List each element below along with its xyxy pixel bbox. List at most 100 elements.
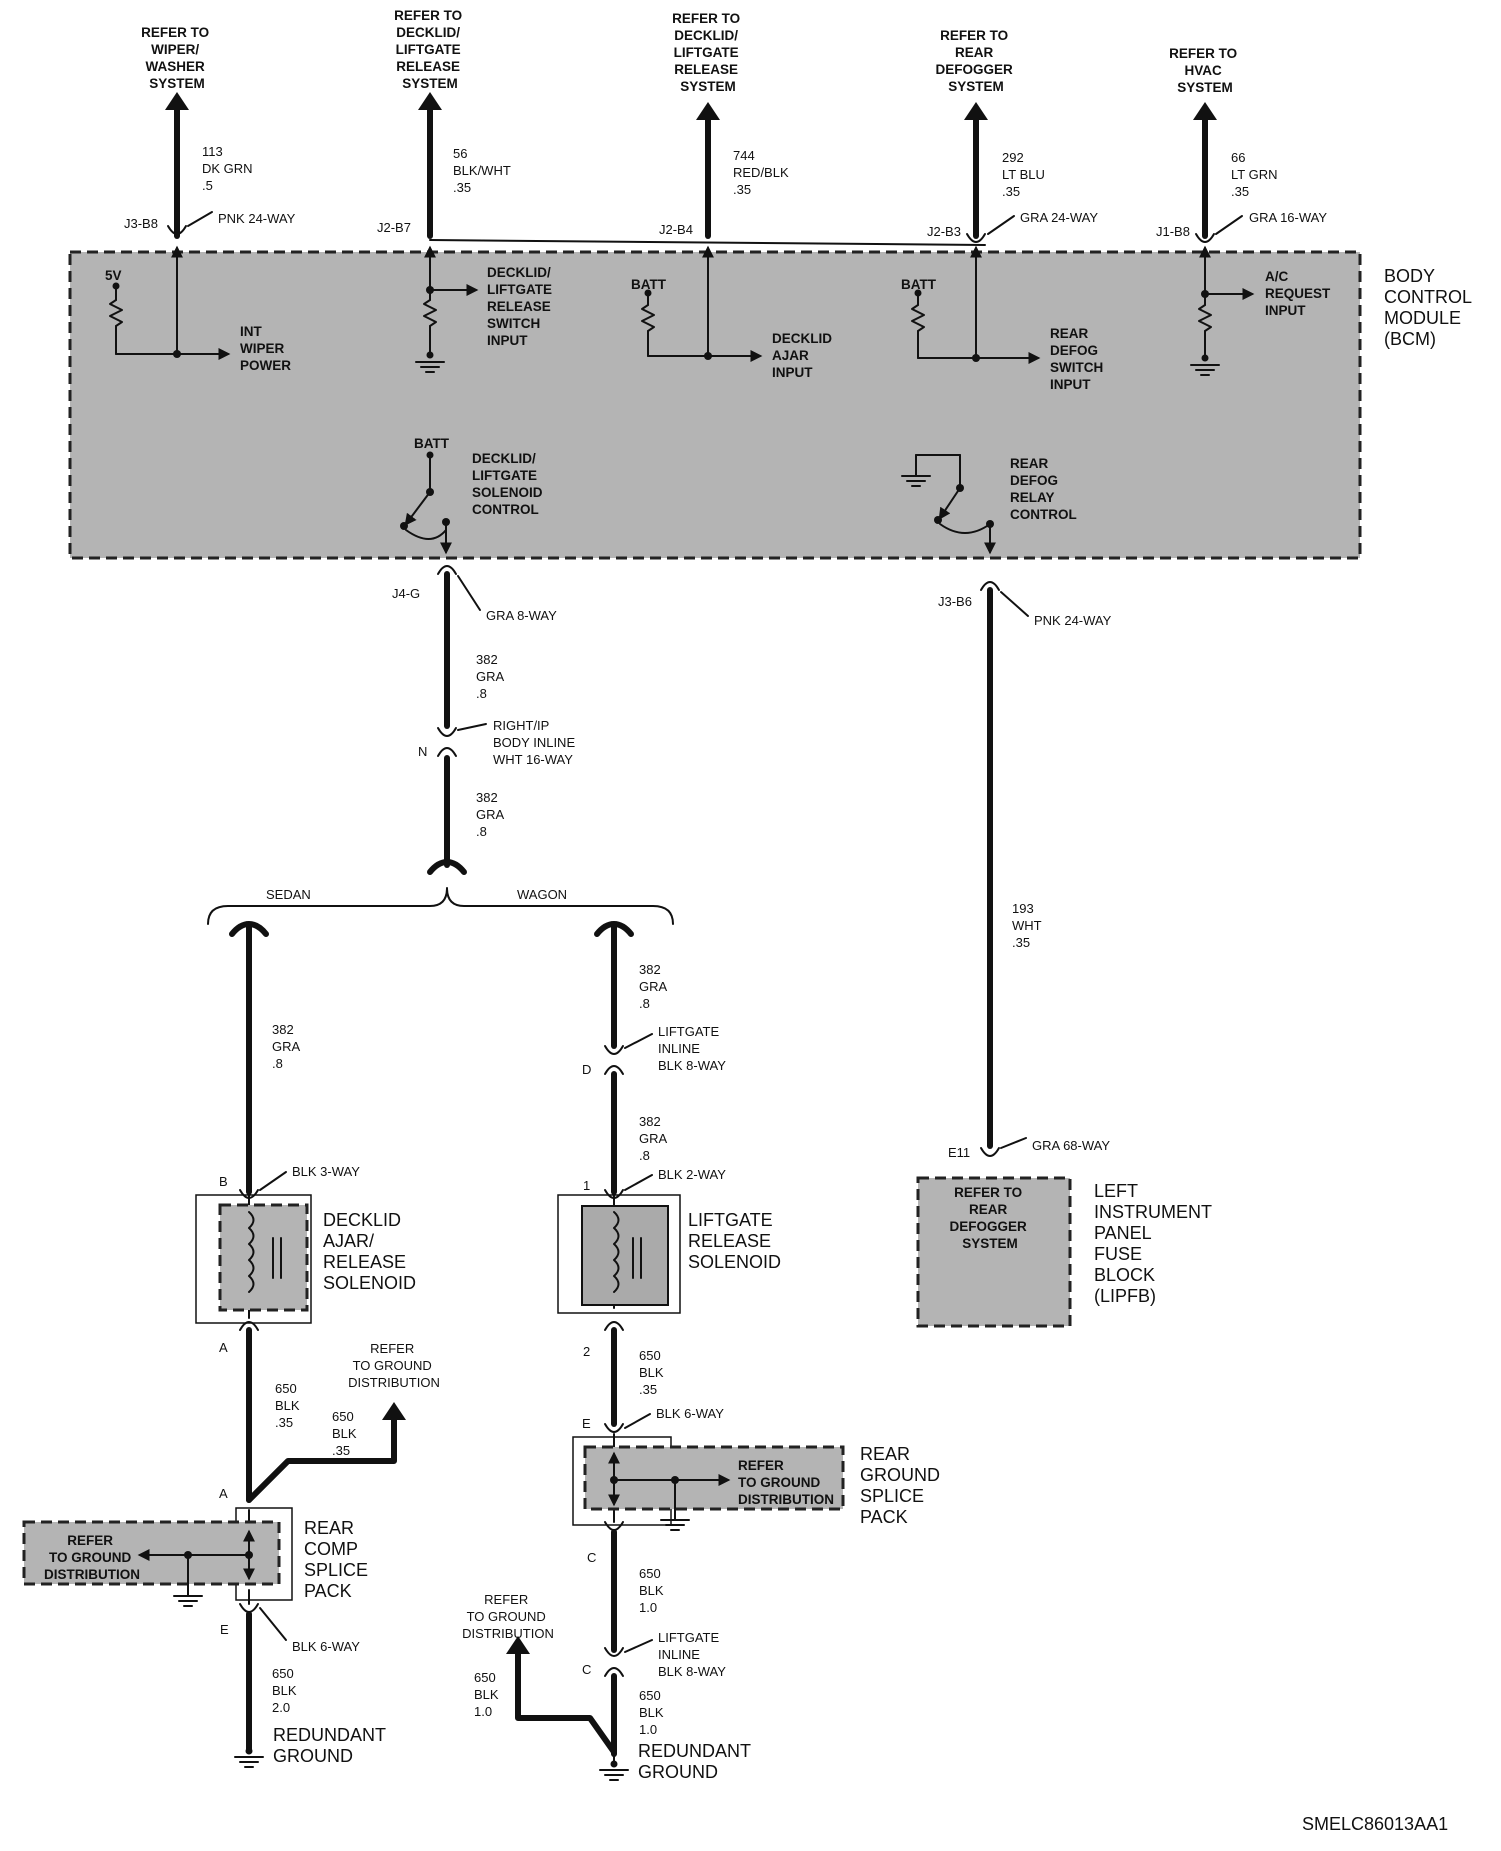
sedan-conn-b: BLK 3-WAY	[292, 1164, 360, 1179]
wagon-inline-label: LIFTGATE INLINE BLK 8-WAY	[658, 1024, 726, 1073]
defog-circuit	[964, 102, 988, 243]
wagon-wire5-label: 650 BLK 1.0	[639, 1688, 667, 1737]
defog-pin-label: J2-B3	[927, 224, 961, 239]
int-wiper-label: INT WIPER POWER	[240, 324, 291, 373]
sedan-pin-b: B	[219, 1174, 228, 1189]
defog-out-pin: J3-B6	[938, 594, 972, 609]
hvac-refer-label: REFER TO HVAC SYSTEM	[1169, 46, 1241, 95]
ajar-batt-label: BATT	[631, 277, 667, 292]
wagon-splice-refer: REFER TO GROUND DISTRIBUTION	[738, 1458, 834, 1507]
decklid-solenoid-label: DECKLID AJAR/ RELEASE SOLENOID	[323, 1210, 416, 1293]
lipfb-name-label: LEFT INSTRUMENT PANEL FUSE BLOCK (LIPFB)	[1094, 1181, 1217, 1306]
defog-out-connector: PNK 24-WAY	[1034, 613, 1112, 628]
wiper-pin-label: J3-B8	[124, 216, 158, 231]
j4-connector-label: GRA 8-WAY	[486, 608, 557, 623]
wagon-conn-e-leader	[624, 1413, 651, 1429]
ajar-pin-label: J2-B4	[659, 222, 693, 237]
wagon-pin-d: D	[582, 1062, 591, 1077]
defog-refer-label: REFER TO REAR DEFOGGER SYSTEM	[935, 28, 1016, 94]
drawing-code: SMELC86013AA1	[1302, 1814, 1448, 1834]
ac-input-schematic	[1190, 245, 1255, 376]
wagon-wire-branch: 650 BLK 1.0	[474, 1670, 502, 1719]
ajar-refer-label: REFER TO DECKLID/ LIFTGATE RELEASE SYSTE…	[672, 11, 744, 94]
j4-inline-pin-label: N	[418, 744, 427, 759]
v5-label: 5V	[105, 268, 122, 283]
wagon-label: WAGON	[517, 887, 567, 902]
sedan-pin-a: A	[219, 1340, 228, 1355]
release-input-label: DECKLID/ LIFTGATE RELEASE SWITCH INPUT	[487, 265, 556, 348]
solenoid-control-schematic	[400, 451, 452, 555]
defog-wire-label: 292 LT BLU .35	[1002, 150, 1049, 199]
wagon-inline2-label: LIFTGATE INLINE BLK 8-WAY	[658, 1630, 726, 1679]
release-wire-label: 56 BLK/WHT .35	[453, 146, 514, 195]
sedan-circuit	[229, 921, 406, 1768]
wagon-pin-1: 1	[583, 1178, 590, 1193]
wagon-wire2-label: 382 GRA .8	[639, 1114, 670, 1163]
sedan-wire-a: 650 BLK .35	[275, 1381, 303, 1430]
wiper-connector-label: PNK 24-WAY	[218, 211, 296, 226]
wiper-refer-label: REFER TO WIPER/ WASHER SYSTEM	[141, 25, 213, 91]
relay-control-schematic	[901, 454, 996, 555]
defog-output-circuit	[980, 581, 1000, 1157]
sedan-wire-e: 650 BLK 2.0	[272, 1666, 300, 1715]
sedan-ground-label: REDUNDANT GROUND	[273, 1725, 391, 1766]
release-pin-label: J2-B7	[377, 220, 411, 235]
wiper-wire-label: 113 DK GRN .5	[202, 144, 256, 193]
wagon-pin-c2: C	[582, 1662, 591, 1677]
sedan-conn-e-leader	[259, 1607, 287, 1641]
defog-out-wire: 193 WHT .35	[1012, 901, 1045, 950]
j4-inline-leader	[457, 723, 487, 731]
sedan-pin-e: E	[220, 1622, 229, 1637]
wagon-conn-e: BLK 6-WAY	[656, 1406, 724, 1421]
wagon-ground-label: REDUNDANT GROUND	[638, 1741, 756, 1782]
wagon-conn-1-leader	[624, 1174, 653, 1191]
release-input-schematic	[415, 245, 479, 373]
bcm-bus-line	[429, 239, 986, 246]
sedan-wire-branch: 650 BLK .35	[332, 1409, 360, 1458]
j4-pin-label: J4-G	[392, 586, 420, 601]
liftgate-solenoid	[557, 1194, 681, 1314]
ajar-circuit	[696, 102, 720, 239]
hvac-leader	[1215, 215, 1243, 235]
sedan-refer-gnd: REFER TO GROUND DISTRIBUTION	[348, 1341, 440, 1390]
j4-wire2-label: 382 GRA .8	[476, 790, 507, 839]
sedan-wire-label: 382 GRA .8	[272, 1022, 303, 1071]
ac-input-label: A/C REQUEST INPUT	[1265, 269, 1334, 318]
sedan-conn-b-leader	[259, 1171, 287, 1191]
wagon-conn-1: BLK 2-WAY	[658, 1167, 726, 1182]
defog-input-schematic	[911, 245, 1041, 364]
wagon-inline-leader	[624, 1033, 653, 1049]
release-refer-label: REFER TO DECKLID/ LIFTGATE RELEASE SYSTE…	[394, 8, 466, 91]
lipfb-box	[916, 1176, 1072, 1328]
rear-comp-splice-label: REAR COMP SPLICE PACK	[304, 1518, 373, 1601]
defog-leader	[987, 215, 1015, 235]
defog-batt-label: BATT	[901, 277, 937, 292]
solenoid-control-label: DECKLID/ LIFTGATE SOLENOID CONTROL	[472, 451, 546, 517]
wagon-refer-gnd: REFER TO GROUND DISTRIBUTION	[462, 1592, 554, 1641]
sedan-splice-a: A	[219, 1486, 228, 1501]
decklid-solenoid	[195, 1194, 312, 1324]
defog-out-leader	[1000, 591, 1029, 617]
wagon-wire1-label: 382 GRA .8	[639, 962, 670, 1011]
wagon-pin-e: E	[582, 1416, 591, 1431]
bcm-title: BODY CONTROL MODULE (BCM)	[1384, 266, 1476, 349]
rear-comp-splice-pack	[22, 1507, 293, 1607]
wiper-circuit	[165, 92, 189, 239]
solenoid-batt-label: BATT	[414, 436, 450, 451]
defog-e11-pin: E11	[948, 1145, 970, 1160]
lipfb-refer-label: REFER TO REAR DEFOGGER SYSTEM	[949, 1185, 1030, 1251]
rear-ground-splice-label: REAR GROUND SPLICE PACK	[860, 1444, 945, 1527]
wagon-circuit	[506, 921, 634, 1781]
bcm-module	[68, 250, 1362, 560]
defog-connector-label: GRA 24-WAY	[1020, 210, 1098, 225]
j4-inline-label: RIGHT/IP BODY INLINE WHT 16-WAY	[493, 718, 579, 767]
hvac-wire-label: 66 LT GRN .35	[1231, 150, 1281, 199]
j4-leader	[457, 575, 481, 611]
rear-ground-splice-pack	[572, 1436, 845, 1531]
j4-wire1-label: 382 GRA .8	[476, 652, 507, 701]
wagon-inline2-leader	[624, 1639, 653, 1653]
hvac-circuit	[1193, 102, 1217, 243]
hvac-pin-label: J1-B8	[1156, 224, 1190, 239]
liftgate-solenoid-label: LIFTGATE RELEASE SOLENOID	[688, 1210, 781, 1272]
